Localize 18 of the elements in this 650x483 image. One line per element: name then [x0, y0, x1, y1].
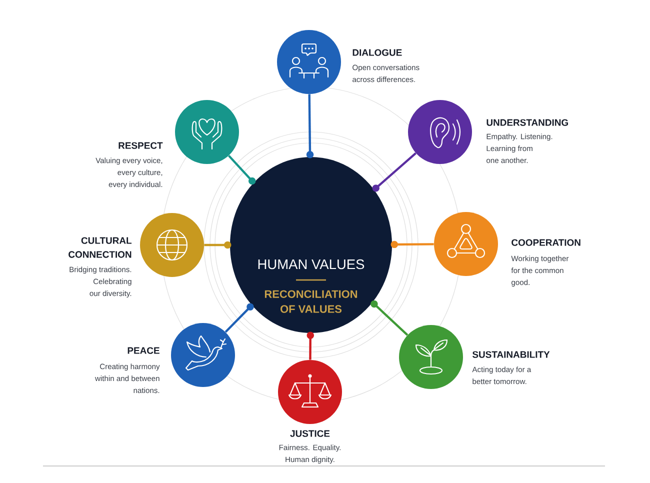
value-heading: SUSTAINABILITY: [472, 351, 550, 358]
connector-line: [204, 241, 232, 249]
connector-line: [306, 332, 314, 360]
value-heading: RESPECT: [118, 142, 163, 149]
hub-title: HUMAN VALUES: [258, 259, 364, 270]
hub-subtitle: RECONCILIATION OF VALUES: [264, 290, 358, 313]
connector-line: [372, 152, 416, 192]
connector-line: [228, 154, 256, 185]
value-heading: UNDERSTANDING: [486, 119, 568, 126]
value-heading: CULTURAL CONNECTION: [68, 237, 132, 258]
connector-line: [306, 94, 314, 158]
connector-line: [224, 303, 254, 333]
value-heading: JUSTICE: [290, 430, 330, 437]
connector-line: [390, 240, 434, 248]
value-heading: COOPERATION: [512, 239, 580, 246]
value-heading: DIALOGUE: [352, 49, 402, 56]
connector-line: [370, 300, 408, 336]
value-heading: PEACE: [128, 347, 160, 354]
